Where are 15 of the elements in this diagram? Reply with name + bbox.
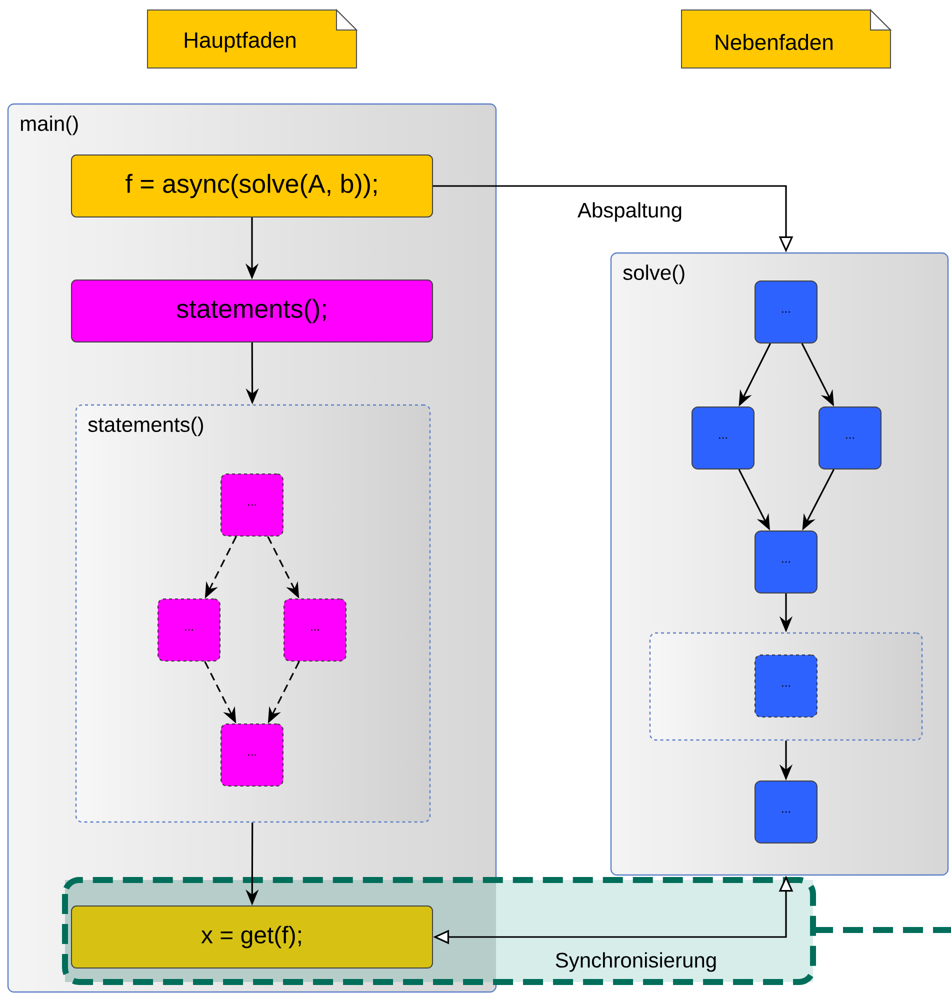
statement-box: x = get(f); [71,906,433,969]
task-box: ... [158,598,220,662]
edge-label: Abspaltung [578,202,682,222]
task-box: ... [284,598,346,662]
task-box: ... [692,406,754,470]
statement-box: statements(); [71,280,433,342]
edge-label: Synchronisierung [556,952,716,972]
task-box: ... [754,530,818,594]
task-box: ... [754,280,818,344]
statement-box: f = async(solve(A, b)); [71,154,433,218]
task-box: ... [220,474,284,536]
task-box: ... [220,724,284,786]
task-box: ... [818,406,882,470]
task-box: ... [754,654,818,718]
task-box: ... [754,780,818,844]
